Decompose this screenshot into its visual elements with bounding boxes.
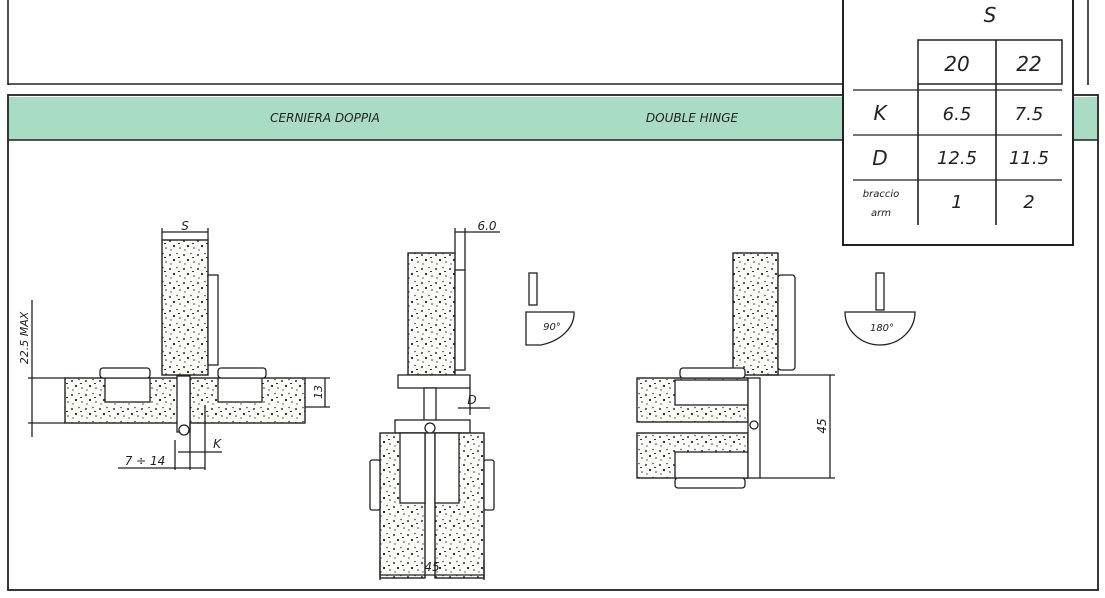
drawing-overlay-hinge [28, 228, 330, 470]
dim-k-label: K [213, 437, 222, 451]
table-row-arm-label-en: arm [871, 208, 891, 219]
table-d-20: 12.5 [937, 148, 977, 169]
opening-angle-90-icon [525, 272, 575, 346]
drawing-90-degree-hinge [369, 228, 575, 580]
opening-angle-180-icon [844, 272, 916, 346]
table-row-arm-label-it: braccio [863, 189, 899, 200]
angle-180-label: 180° [870, 323, 894, 334]
dim-d-label: D [467, 393, 476, 407]
table-k-22: 7.5 [1015, 104, 1044, 125]
dim-height-45-label: 45 [815, 418, 829, 433]
table-d-22: 11.5 [1009, 148, 1049, 169]
table-col-22: 22 [1016, 52, 1041, 76]
table-arm-22: 2 [1023, 192, 1034, 213]
dim-max-height-label: 22.5 MAX [18, 311, 31, 364]
table-arm-20: 1 [951, 192, 962, 213]
spec-table [842, 0, 1074, 246]
dim-panel-label: 13 [312, 385, 325, 399]
table-row-k-label: K [873, 101, 888, 125]
dim-offset-label: 6.0 [477, 219, 496, 233]
title-italian: CERNIERA DOPPIA [270, 111, 380, 125]
dim-s-label: S [181, 219, 189, 233]
angle-90-label: 90° [543, 322, 561, 333]
table-k-20: 6.5 [943, 104, 972, 125]
table-row-d-label: D [872, 146, 887, 170]
dim-width-label: 45 [424, 560, 439, 574]
dim-range-label: 7 ÷ 14 [125, 454, 166, 468]
title-english: DOUBLE HINGE [646, 111, 739, 125]
table-col-20: 20 [944, 52, 969, 76]
drawing-180-degree-hinge [636, 252, 916, 489]
upper-frame [7, 0, 1089, 85]
table-s-header: S [984, 3, 997, 27]
